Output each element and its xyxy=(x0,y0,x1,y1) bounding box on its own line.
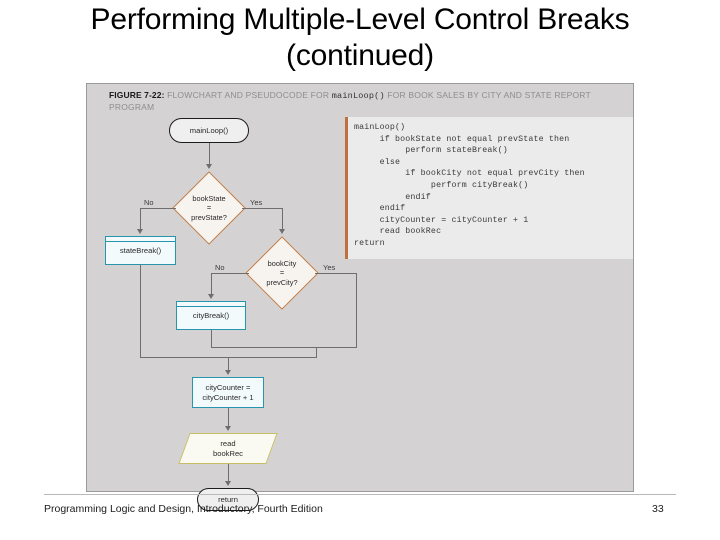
page-number: 33 xyxy=(652,503,664,515)
arrowhead-state-no xyxy=(137,229,143,234)
figure-caption-mono: mainLoop() xyxy=(331,91,385,101)
flowchart-start-label: mainLoop() xyxy=(189,126,229,135)
flowchart-city-break-box: cityBreak() xyxy=(176,301,246,330)
pseudocode-panel: mainLoop() if bookState not equal prevSt… xyxy=(345,117,633,259)
decision-city-text: bookCity = prevCity? xyxy=(246,235,318,311)
figure-caption: FIGURE 7-22: FLOWCHART AND PSEUDOCODE FO… xyxy=(109,90,619,113)
branch-label-state-yes: Yes xyxy=(250,198,263,207)
decision-state-line1: bookState xyxy=(192,193,226,203)
connector-city-no-v xyxy=(211,272,213,297)
connector-city-yes-h xyxy=(315,272,357,274)
branch-label-city-no: No xyxy=(215,263,225,272)
pseudocode-accent-bar xyxy=(345,117,348,259)
flowchart-read-io: read bookRec xyxy=(178,433,278,464)
figure-caption-part1: FLOWCHART AND PSEUDOCODE FOR xyxy=(164,90,332,100)
arrowhead-state-yes xyxy=(279,229,285,234)
city-break-label: cityBreak() xyxy=(192,311,230,320)
branch-label-state-no: No xyxy=(144,198,154,207)
page-title: Performing Multiple-Level Control Breaks… xyxy=(90,3,630,72)
flowchart-decision-state: bookState = prevState? xyxy=(172,170,246,246)
footer-text: Programming Logic and Design, Introducto… xyxy=(44,503,323,515)
connector-start-to-decision xyxy=(208,143,210,166)
flowchart-decision-city: bookCity = prevCity? xyxy=(245,235,319,311)
flowchart-diagram: mainLoop() bookState = prevState? No Yes… xyxy=(87,106,387,511)
footer-divider xyxy=(44,494,676,495)
counter-line1: cityCounter = xyxy=(205,382,251,392)
decision-state-text: bookState = prevState? xyxy=(173,170,245,246)
flowchart-end-label: return xyxy=(218,495,238,504)
arrowhead-start-to-decision xyxy=(205,164,212,169)
connector-to-counter xyxy=(227,356,229,373)
branch-label-city-yes: Yes xyxy=(323,263,336,272)
arrowhead-read-to-return xyxy=(224,481,231,486)
read-io-line2: bookRec xyxy=(213,448,243,458)
flowchart-end-terminator: return xyxy=(197,488,259,511)
connector-counter-to-read xyxy=(227,408,229,428)
pseudocode-text: mainLoop() if bookState not equal prevSt… xyxy=(354,123,585,248)
connector-city-yes-v xyxy=(356,272,358,348)
state-break-label: stateBreak() xyxy=(119,246,162,255)
connector-state-yes-h xyxy=(242,207,283,209)
read-io-line1: read xyxy=(220,438,236,448)
arrowhead-counter-to-read xyxy=(224,426,231,431)
decision-state-line3: prevState? xyxy=(191,212,227,222)
arrowhead-to-counter xyxy=(224,370,231,375)
connector-citybreak-down xyxy=(210,330,212,348)
connector-read-to-return xyxy=(227,464,229,483)
flowchart-state-break-box: stateBreak() xyxy=(105,236,176,265)
connector-merge-city xyxy=(210,346,357,348)
decision-city-line1: bookCity xyxy=(267,258,297,268)
counter-line2: cityCounter + 1 xyxy=(202,392,254,402)
decision-state-line2: = xyxy=(206,203,212,213)
connector-statebreak-down xyxy=(140,265,142,357)
connector-city-no-h xyxy=(211,272,249,274)
figure-label: FIGURE 7-22: xyxy=(109,90,165,100)
flowchart-start-terminator: mainLoop() xyxy=(169,118,249,143)
connector-state-no-v xyxy=(140,207,142,232)
connector-state-yes-v xyxy=(282,207,284,232)
read-io-text: read bookRec xyxy=(184,433,272,464)
decision-city-line3: prevCity? xyxy=(266,277,298,287)
decision-city-line2: = xyxy=(279,268,285,278)
figure-panel: FIGURE 7-22: FLOWCHART AND PSEUDOCODE FO… xyxy=(86,83,634,511)
flowchart-counter-process: cityCounter = cityCounter + 1 xyxy=(192,377,264,408)
figure-caption-part2: FOR BOOK SALES BY CITY AND STATE REPORT … xyxy=(109,90,591,112)
connector-merge-join xyxy=(316,346,318,357)
arrowhead-city-no xyxy=(208,294,214,299)
connector-state-no-h xyxy=(140,207,176,209)
